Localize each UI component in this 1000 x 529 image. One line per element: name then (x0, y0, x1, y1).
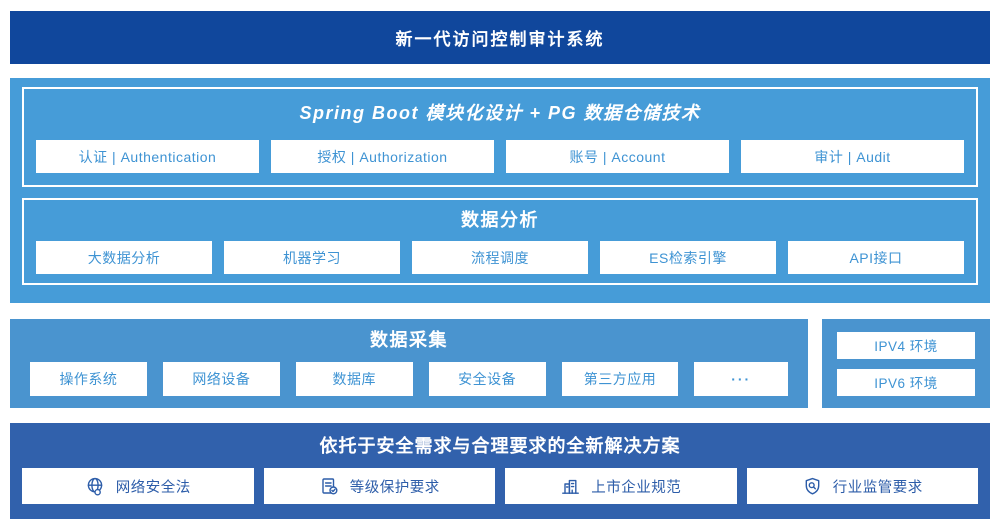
collection-box-os: 操作系统 (30, 362, 147, 396)
module-box-account: 账号 | Account (506, 140, 729, 173)
analysis-box-es: ES检索引擎 (600, 241, 776, 274)
solution-box-label: 等级保护要求 (349, 479, 440, 496)
solution-box-cybersecurity-law: 网络安全法 (22, 468, 254, 504)
module-box-authorization: 授权 | Authorization (271, 140, 494, 173)
solution-box-label: 上市企业规范 (591, 479, 682, 496)
collection-section: 数据采集 操作系统 网络设备 数据库 安全设备 第三方应用 ··· (10, 319, 808, 408)
analysis-box-ml: 机器学习 (224, 241, 400, 274)
building-icon (560, 476, 581, 497)
env-box-ipv4: IPV4 环境 (837, 331, 975, 359)
document-check-icon (319, 476, 340, 497)
environments-panel: IPV4 环境 IPV6 环境 (822, 319, 990, 408)
modules-section: Spring Boot 模块化设计 + PG 数据仓储技术 认证 | Authe… (22, 87, 978, 187)
module-box-audit: 审计 | Audit (741, 140, 964, 173)
collection-box-database: 数据库 (295, 362, 413, 396)
analysis-box-workflow: 流程调度 (412, 241, 588, 274)
collection-box-network-device: 网络设备 (162, 362, 280, 396)
analysis-box-bigdata: 大数据分析 (36, 241, 212, 274)
solution-box-industry-regulation: 行业监管要求 (746, 468, 978, 504)
solution-box-label: 行业监管要求 (832, 479, 923, 496)
solution-box-classified-protection: 等级保护要求 (263, 468, 495, 504)
solution-box-label: 网络安全法 (115, 479, 191, 496)
collection-row: 操作系统 网络设备 数据库 安全设备 第三方应用 ··· (30, 362, 788, 396)
solution-box-listed-company: 上市企业规范 (505, 468, 737, 504)
analysis-box-api: API接口 (788, 241, 964, 274)
analysis-row: 大数据分析 机器学习 流程调度 ES检索引擎 API接口 (36, 241, 964, 274)
system-title-banner: 新一代访问控制审计系统 (10, 11, 990, 64)
solution-section-title: 依托于安全需求与合理要求的全新解决方案 (319, 436, 681, 456)
collection-box-more: ··· (694, 362, 788, 396)
globe-icon (85, 476, 106, 497)
middle-row: 数据采集 操作系统 网络设备 数据库 安全设备 第三方应用 ··· IPV4 环… (10, 319, 990, 408)
analysis-section: 数据分析 大数据分析 机器学习 流程调度 ES检索引擎 API接口 (22, 198, 978, 285)
collection-box-thirdparty: 第三方应用 (561, 362, 679, 396)
module-box-authentication: 认证 | Authentication (36, 140, 259, 173)
solution-section: 依托于安全需求与合理要求的全新解决方案 网络安全法 (10, 423, 990, 519)
modules-section-title: Spring Boot 模块化设计 + PG 数据仓储技术 (299, 103, 701, 123)
system-title: 新一代访问控制审计系统 (395, 30, 605, 49)
platform-container: Spring Boot 模块化设计 + PG 数据仓储技术 认证 | Authe… (10, 78, 990, 303)
collection-section-title: 数据采集 (370, 330, 448, 350)
analysis-section-title: 数据分析 (461, 210, 539, 230)
shield-search-icon (802, 476, 823, 497)
modules-row: 认证 | Authentication 授权 | Authorization 账… (36, 140, 964, 173)
collection-box-security-device: 安全设备 (428, 362, 546, 396)
access-control-audit-diagram: 新一代访问控制审计系统 Spring Boot 模块化设计 + PG 数据仓储技… (10, 11, 990, 519)
solution-row: 网络安全法 等级保护要求 (22, 468, 978, 504)
env-box-ipv6: IPV6 环境 (837, 368, 975, 396)
